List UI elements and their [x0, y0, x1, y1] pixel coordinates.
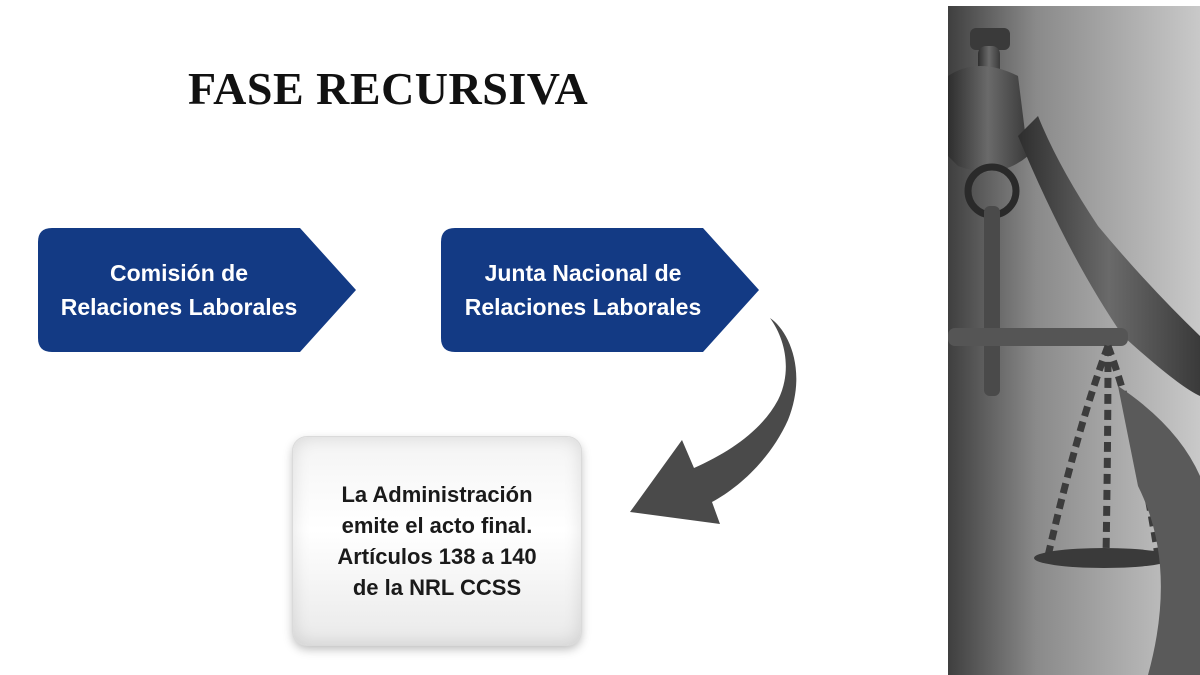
flow-step-junta: Junta Nacional de Relaciones Laborales [441, 228, 759, 352]
slide-title: FASE RECURSIVA [188, 63, 589, 114]
flow-step-label: Comisión de Relaciones Laborales [60, 260, 298, 320]
flow-step-comision: Comisión de Relaciones Laborales [38, 228, 356, 352]
justice-statue-photo [948, 6, 1200, 675]
chevron-shape [38, 228, 356, 352]
flow-step-label: Junta Nacional de Relaciones Laborales [464, 260, 702, 320]
chevron-shape [441, 228, 759, 352]
curved-arrow-icon [630, 318, 797, 524]
final-act-box: La Administración emite el acto final. A… [293, 437, 581, 645]
scales-of-justice-icon [948, 28, 1200, 675]
final-act-text: La Administración emite el acto final. A… [337, 482, 537, 600]
